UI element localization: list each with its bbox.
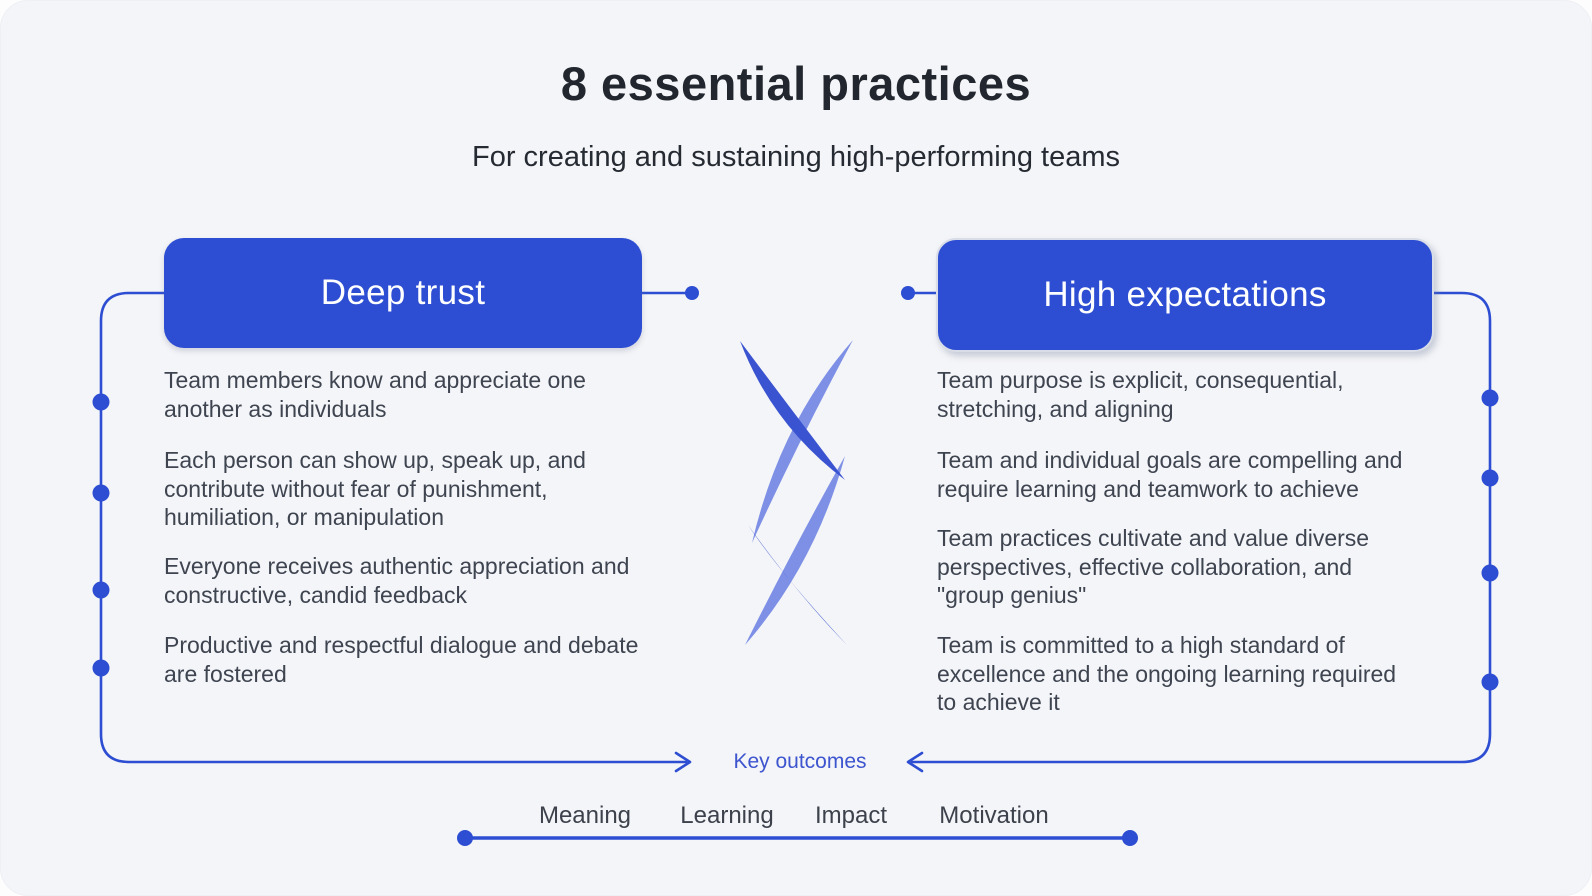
axis-end-dot	[1122, 830, 1138, 846]
left-bullet-dot	[92, 393, 110, 411]
deep-trust-card: Deep trust	[164, 238, 642, 348]
high-expectations-card: High expectations	[936, 238, 1434, 352]
outcome-motivation: Motivation	[939, 802, 1049, 829]
left-bullet-dot	[92, 581, 110, 599]
outcome-learning: Learning	[680, 802, 774, 829]
right-bullet-dot	[1481, 469, 1499, 487]
list-item: Team and individual goals are compelling…	[937, 447, 1403, 502]
list-item: Everyone receives authentic appreciation…	[164, 553, 630, 608]
right-arrowhead-icon	[906, 751, 924, 773]
list-item: Each person can show up, speak up, and c…	[164, 447, 586, 530]
left-arrowhead-icon	[674, 751, 692, 773]
list-item: Team practices cultivate and value diver…	[937, 525, 1370, 608]
high-expectations-heading: High expectations	[1043, 275, 1327, 314]
right-bullet-dot	[1481, 673, 1499, 691]
left-bracket-line	[99, 291, 688, 764]
list-item: Team purpose is explicit, consequential,…	[937, 367, 1344, 422]
key-outcomes-label: Key outcomes	[733, 750, 867, 773]
left-bullet-dot	[92, 484, 110, 502]
left-bullet-dot	[92, 659, 110, 677]
right-bracket-line	[910, 291, 1492, 764]
axis-end-dot	[457, 830, 473, 846]
right-bullet-dot	[1481, 564, 1499, 582]
list-item: Team members know and appreciate one ano…	[164, 367, 586, 422]
outcome-meaning: Meaning	[538, 802, 632, 829]
deep-trust-heading: Deep trust	[320, 273, 486, 312]
page-subtitle: For creating and sustaining high-perform…	[472, 141, 1120, 173]
outcome-impact: Impact	[814, 802, 888, 829]
list-item: Team is committed to a high standard of …	[937, 632, 1397, 715]
page-title: 8 essential practices	[560, 57, 1032, 110]
list-item: Productive and respectful dialogue and d…	[164, 632, 639, 687]
dna-helix-icon	[740, 340, 853, 645]
left-stub-dot	[685, 286, 699, 300]
right-stub-dot	[901, 286, 915, 300]
right-bullet-dot	[1481, 389, 1499, 407]
